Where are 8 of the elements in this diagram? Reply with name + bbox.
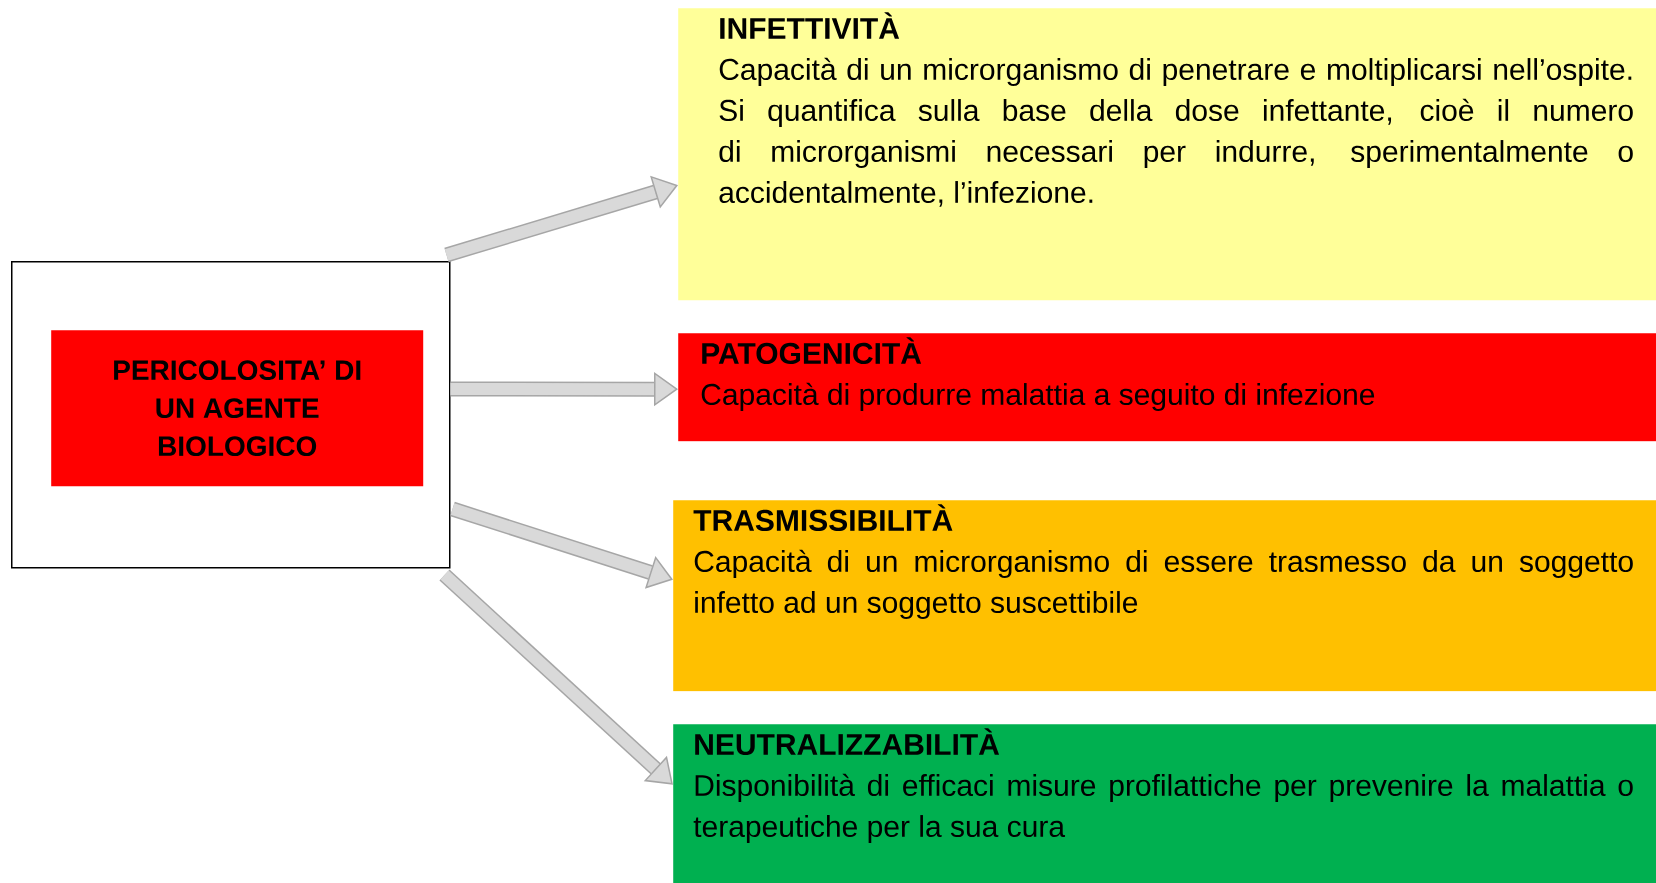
info-box: NEUTRALIZZABILITÀ Disponibilità di efficaci misure profilattiche per prevenire la malattia o terapeutiche per la sua cura: [673, 724, 1656, 883]
info-box: PATOGENICITÀ Capacità di produrre malattia a seguito di infezione: [678, 333, 1656, 442]
block-arrow: [439, 569, 673, 785]
title-box: PERICOLOSITA’ DI UN AGENTE BIOLOGICO: [51, 330, 424, 487]
block-arrow: [444, 175, 678, 263]
block-arrow: [450, 501, 673, 589]
info-box: INFETTIVITÀ Capacità di un microrganismo di penetrare e moltiplicarsi nell’ospite. Si quantifica sulla base della dose infettante, cioè il numero di microrganismi necessari per indurre, sperimentalmente o accidentalmente, l’infezione.: [678, 8, 1656, 301]
info-box: TRASMISSIBILITÀ Capacità di un microrganismo di essere trasmesso da un soggetto infetto ad un soggetto suscettibile: [673, 500, 1656, 692]
